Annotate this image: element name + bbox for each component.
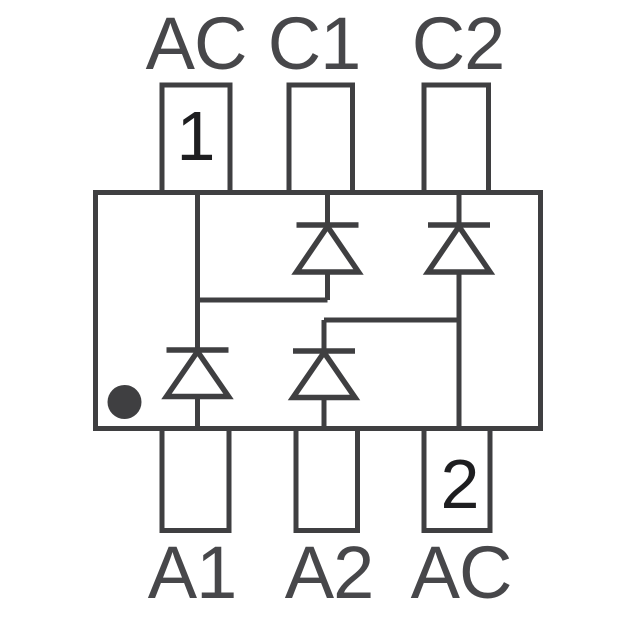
top-pin-box-c1 — [286, 82, 355, 195]
top-pin-box-c2 — [421, 82, 491, 195]
diode-d3 — [161, 346, 234, 400]
bottom-pin-box-a1 — [159, 426, 232, 533]
pin-number-2: 2 — [440, 445, 480, 523]
diode-d3-anode-triangle — [161, 346, 234, 400]
wire-ac1-net — [195, 192, 330, 350]
pin-number-1: 1 — [176, 97, 216, 175]
wire-ac2-net — [321, 272, 462, 429]
package-body-outline — [93, 190, 543, 431]
diode-d4-anode-triangle — [287, 347, 361, 401]
pin-label-a1: A1 — [147, 531, 238, 614]
pin-label-a2: A2 — [284, 531, 375, 614]
pin-label-top-ac: AC — [145, 2, 248, 85]
pin-label-bottom-ac: AC — [410, 531, 513, 614]
diode-d4 — [287, 347, 361, 401]
diode-d2 — [422, 221, 496, 275]
bottom-pin-box-a2 — [293, 426, 360, 533]
pin-label-c2: C2 — [411, 2, 506, 85]
pin-label-c1: C1 — [267, 2, 362, 85]
diode-d2-anode-triangle — [422, 221, 496, 275]
pin1-marker-dot-icon — [107, 385, 142, 419]
diode-d1-anode-triangle — [291, 221, 364, 275]
diode-d1 — [291, 221, 364, 275]
